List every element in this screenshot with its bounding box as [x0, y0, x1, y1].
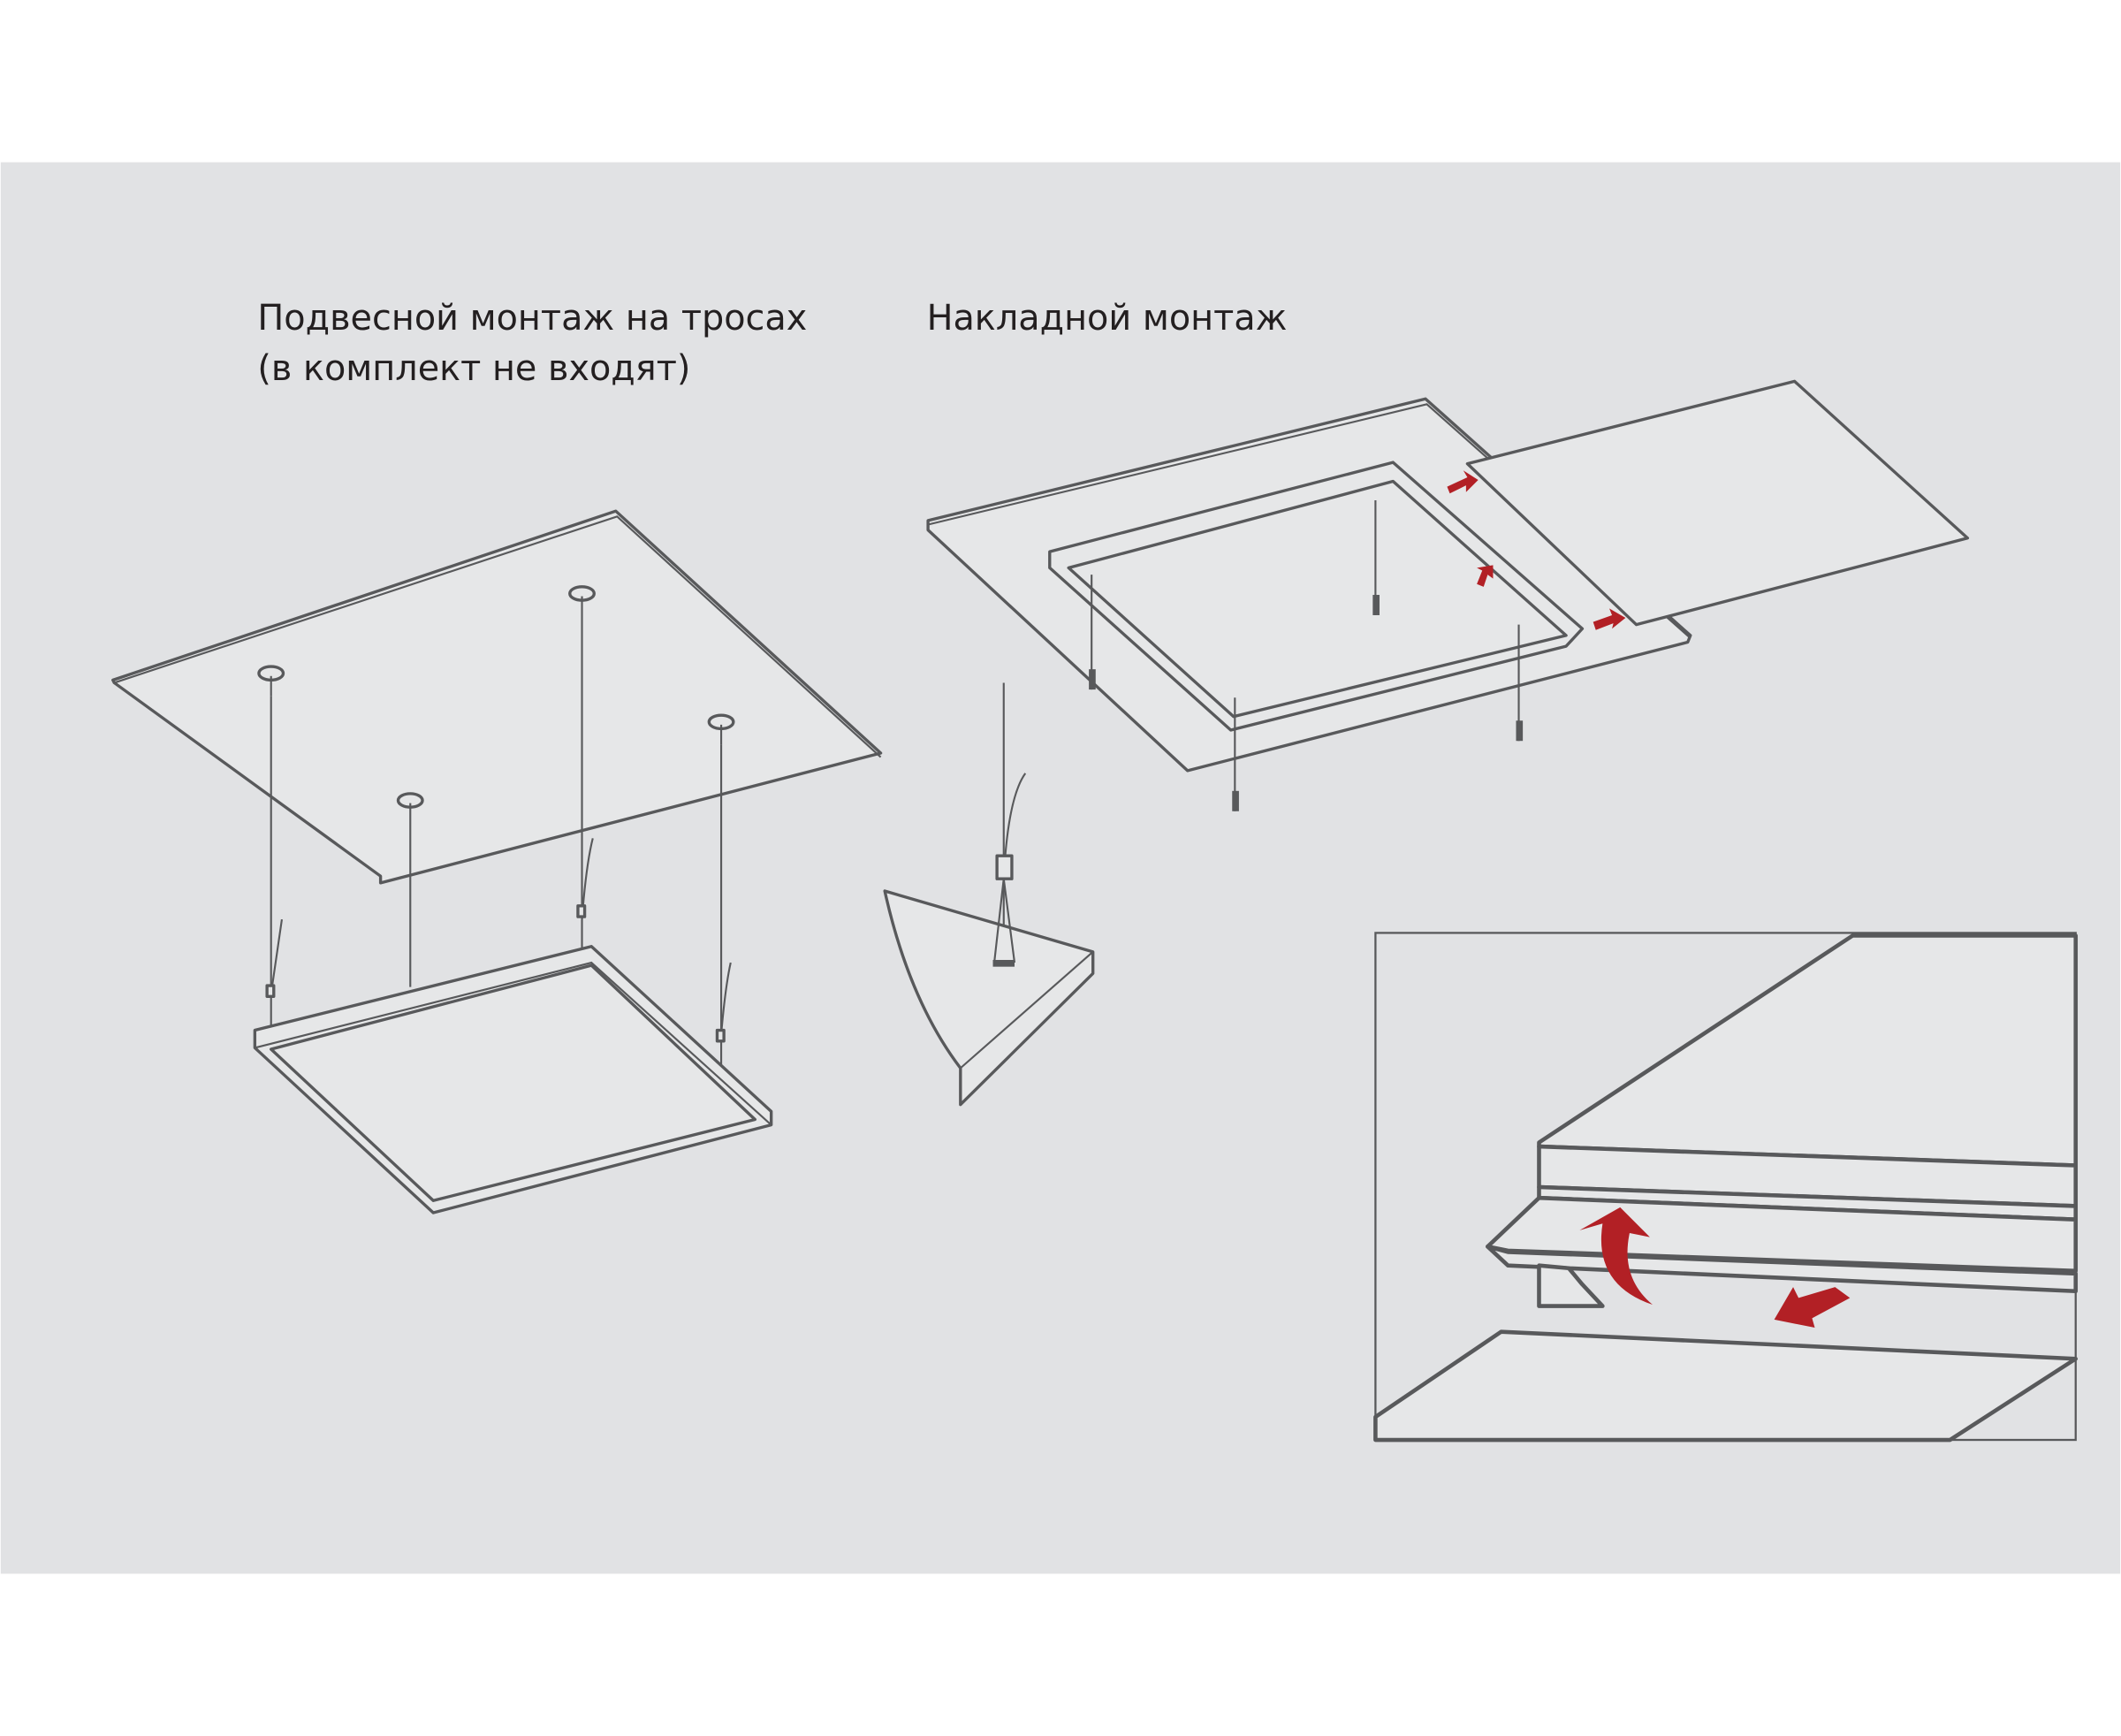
suspended-mount-note: (в комплект не входят): [257, 348, 690, 389]
direction-arrows: [1447, 470, 1626, 630]
led-panel-suspended: [253, 945, 773, 1214]
cable-clamp-detail: [883, 682, 1095, 1107]
suspended-mount-title: Подвесной монтаж на тросах: [257, 298, 807, 339]
installation-detail-inset: [1373, 932, 2079, 1443]
slide-arrow-icon: [1774, 1287, 1851, 1329]
surface-mount-title: Накладной монтаж: [927, 298, 1288, 339]
screws: [1089, 499, 1524, 811]
surface-mount-illustration: [926, 379, 1970, 811]
suspended-mount-illustration: [111, 509, 883, 1214]
suspension-cables: [265, 616, 732, 1069]
ceiling-anchors: [257, 585, 735, 824]
cover-panel: [1465, 379, 1970, 627]
rotate-arrow-icon: [1579, 1207, 1653, 1306]
